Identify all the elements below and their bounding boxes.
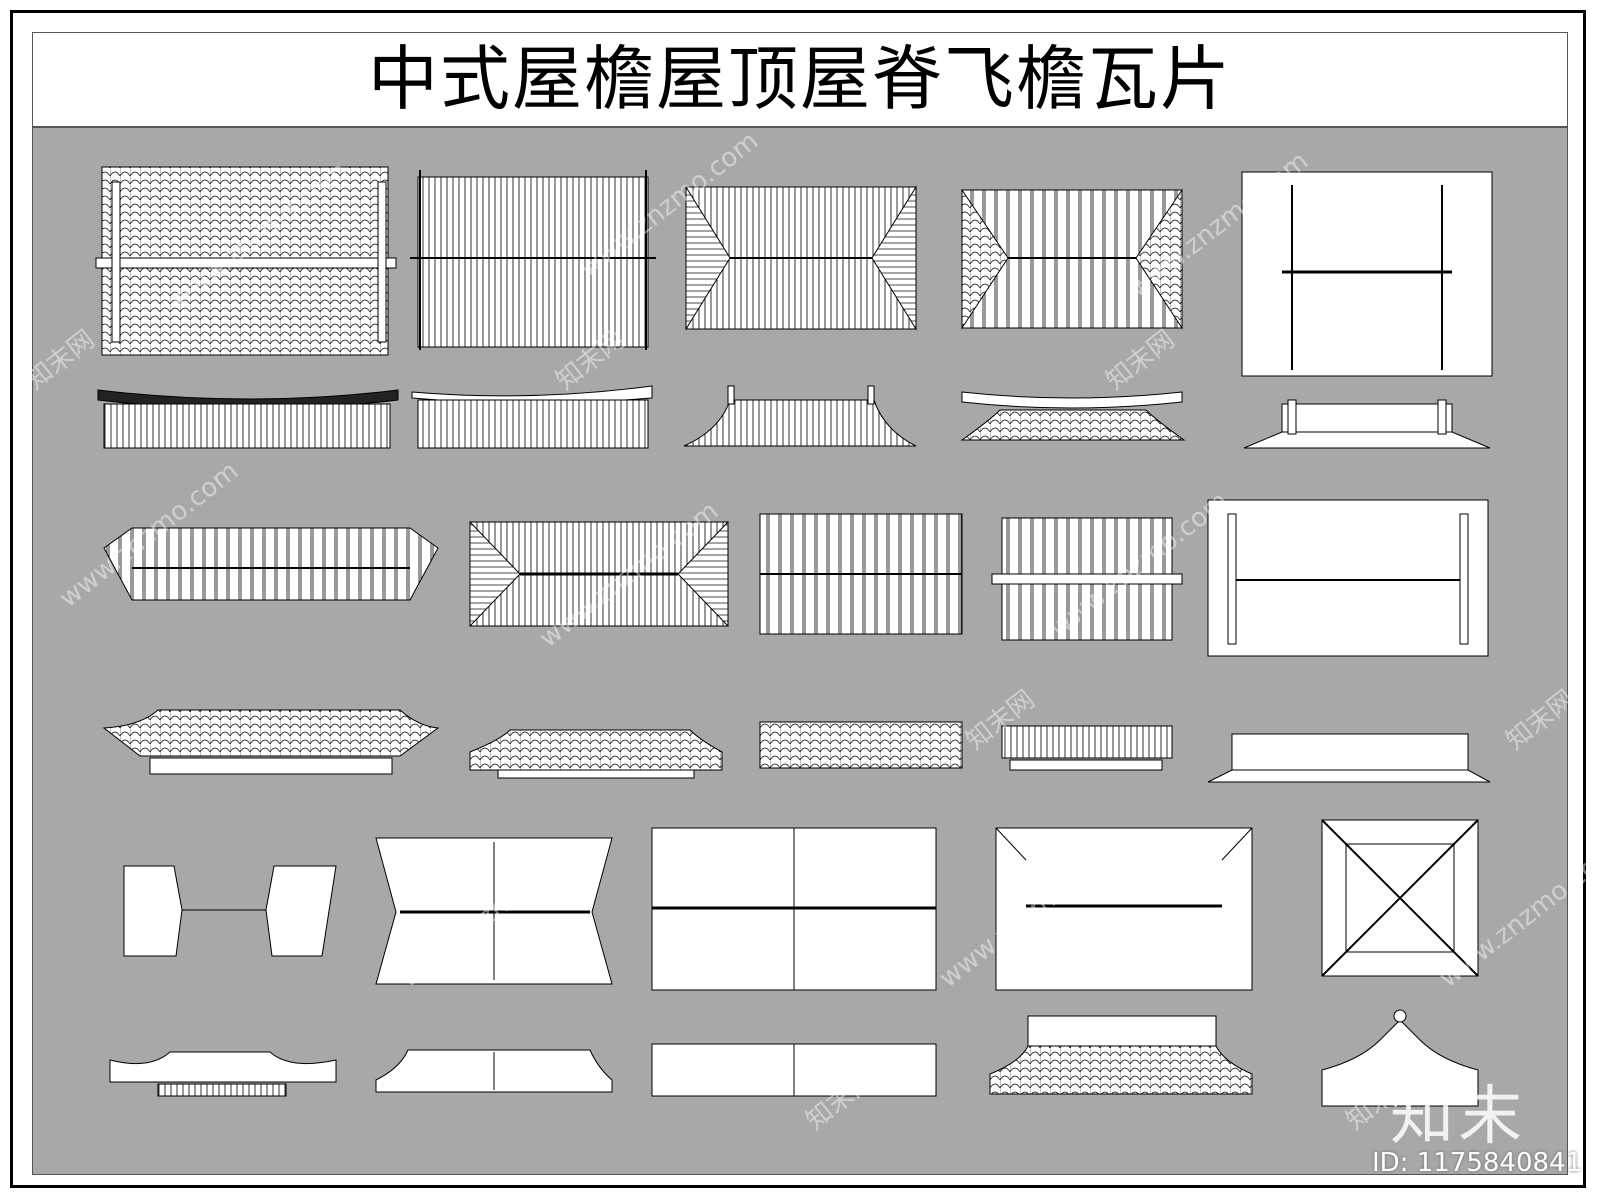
roof-elevation-7 (469, 729, 723, 779)
roof-elevation-8 (759, 721, 963, 769)
roof-plan-9 (991, 517, 1183, 641)
roof-plan-15 (1321, 819, 1479, 977)
roof-plan-5 (1241, 171, 1493, 377)
roof-plan-11 (123, 865, 337, 957)
roof-plan-7 (469, 520, 729, 628)
roof-plan-14 (995, 827, 1253, 991)
roof-plan-3 (685, 185, 917, 331)
title-frame (32, 32, 1568, 127)
roof-plan-6 (103, 527, 439, 601)
roof-plan-2 (410, 170, 656, 350)
roof-plan-12 (375, 837, 613, 985)
roof-elevation-2 (411, 385, 653, 449)
roof-plan-1 (95, 166, 397, 356)
roof-plan-10 (1207, 499, 1489, 657)
roof-elevation-3 (683, 385, 917, 447)
roof-plan-13 (651, 827, 937, 991)
roof-elevation-10 (1207, 733, 1491, 783)
roof-elevation-15 (1321, 1009, 1479, 1107)
roof-elevation-1 (97, 389, 399, 449)
roof-plan-8 (759, 513, 963, 635)
roof-elevation-14 (989, 1015, 1253, 1095)
roof-elevation-6 (102, 709, 440, 775)
roof-elevation-4 (960, 391, 1186, 441)
roof-elevation-13 (651, 1043, 937, 1097)
page-title: 中式屋檐屋顶屋脊飞檐瓦片 (368, 38, 1232, 120)
roof-elevation-5 (1243, 399, 1491, 449)
brand-logo: 知末 (1390, 1080, 1526, 1154)
roof-elevation-12 (375, 1049, 613, 1093)
roof-plan-4 (961, 188, 1183, 330)
id-label: ID: 1175840841 (1372, 1148, 1583, 1178)
roof-elevation-11 (109, 1051, 337, 1097)
roof-elevation-9 (1001, 725, 1173, 771)
